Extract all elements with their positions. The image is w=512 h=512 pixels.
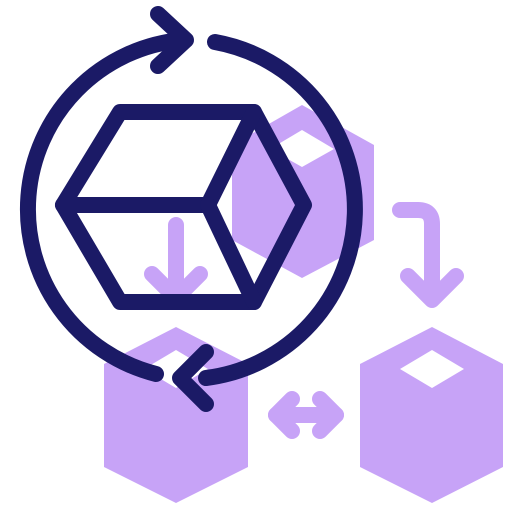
rotation-arc-right [198,34,363,386]
bottom-right-cube-body [360,327,503,503]
rotation-arrowhead-top [150,6,194,74]
bottom-right-cube-top-face [400,350,464,388]
bottom-right-cube-icon [360,327,503,503]
bottom-left-cube-icon [104,327,248,503]
rotation-arc-left [19,32,190,382]
primary-layer [19,6,363,412]
main-cube-front-edge [200,197,262,310]
curved-down-arrow-right-icon [392,202,464,308]
rotation-arrowhead-bottom [172,344,214,412]
rotation-arrows-icon [19,6,363,412]
double-arrow-horizontal-icon [268,391,344,439]
down-arrow-left-icon [144,217,208,306]
main-cube-icon [55,104,312,310]
